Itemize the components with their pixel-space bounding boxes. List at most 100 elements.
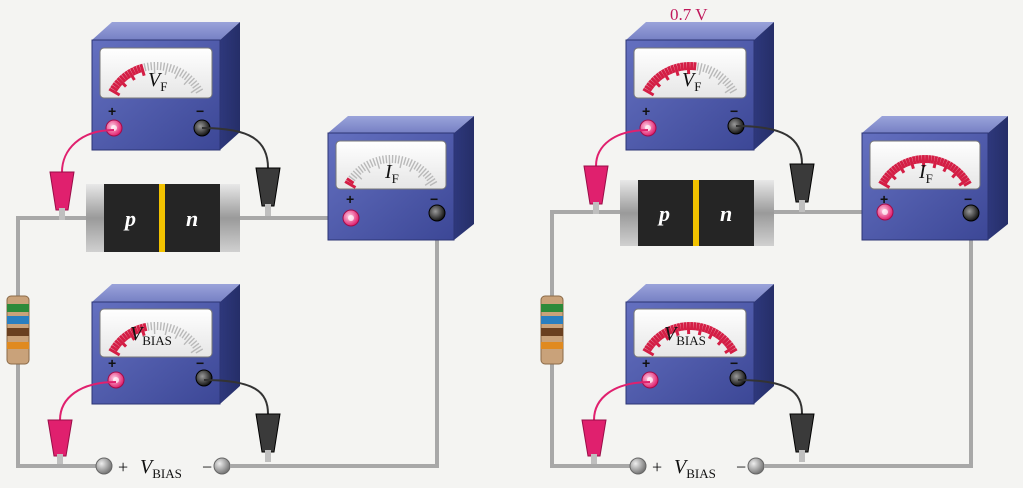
scale-tick [724,344,736,354]
scale-tick [932,155,939,169]
diode-n-region [165,184,222,252]
probe-vbias-black-clip [255,413,281,462]
scale-tick [648,79,657,88]
scale-tick [902,158,909,168]
scale-tick [417,168,427,178]
scale-tick [190,345,202,354]
scale-tick [708,67,716,79]
vbias-label: V [130,323,145,345]
probe-vf-black-clip [789,163,815,212]
scale-tick [958,172,967,180]
diode-p-region [638,180,695,246]
scale-tick [938,157,945,167]
scale-tick [712,328,720,338]
wire-left-loop [16,216,88,300]
scale-tick [162,322,166,331]
vf-sub: F [694,79,701,94]
scale-tick [150,62,153,71]
diode-left-cap [86,184,106,252]
scale-tick [118,334,127,343]
scale-tick [188,77,195,85]
vbias-dial [99,308,213,358]
scale-tick [951,165,959,174]
svg-text:IF: IF [384,161,399,186]
scale-tick [108,347,121,357]
probe-vbias-red-clip [47,419,73,466]
scale-tick [663,327,671,336]
svg-text:VBIAS: VBIAS [130,323,172,348]
scale-tick [394,155,397,164]
source-negative-terminal [747,457,765,475]
scale-tick [124,330,132,339]
if-jack-negative [962,204,980,222]
scale-tick [173,326,179,335]
scale-tick [666,65,673,75]
vf-plus: + [642,103,650,119]
scale-tick [713,69,719,77]
scale-tick [415,163,422,172]
scale-tick [715,71,722,79]
probe-vbias-red-clip [581,419,607,466]
scale-tick [139,323,146,337]
scale-tick [723,339,732,348]
wire-left-loop [550,210,622,300]
scale-tick [673,63,680,77]
scale-tick [652,334,661,343]
scale-tick [936,156,942,166]
scale-tick [108,87,121,97]
scale-tick [918,155,923,164]
if-label: I [918,161,927,183]
scale-tick [357,165,364,174]
vf-sub: F [160,79,167,94]
source-sub: BIAS [152,466,182,481]
vbias-meter: VBIAS + − [625,284,774,405]
scale-tick [116,337,128,348]
scale-tick [951,167,962,179]
circuit-low-bias: p n VF + − IF + − [6,22,474,481]
scale-tick [129,327,137,336]
diode: p n [620,180,774,246]
scale-tick [679,322,685,331]
scale-tick [121,72,129,81]
vbias-minus: − [730,355,738,371]
scale-tick [183,335,193,346]
scale-tick [942,160,951,173]
scale-tick [190,340,198,347]
scale-tick [409,160,416,172]
scale-tick [676,62,682,72]
vf-label: V [148,69,163,91]
scale-tick [181,331,188,339]
scale-tick [422,170,430,177]
scale-tick [701,323,707,333]
wire-if-return [222,213,439,468]
scale-tick [162,62,166,71]
scale-tick [150,322,153,331]
if-label: I [384,161,393,183]
scale-tick [190,80,198,87]
scale-tick [405,157,410,166]
scale-tick [381,155,385,164]
scale-tick [366,160,372,169]
scale-tick [355,168,362,175]
source-positive-terminal [95,457,113,475]
scale-tick [179,69,185,77]
scale-tick [426,175,434,182]
scale-tick [424,178,436,186]
scale-tick [360,163,367,172]
scale-tick [118,74,127,83]
if-jack-negative [428,204,446,222]
diode-n-label: n [186,206,198,231]
diode-n-region [699,180,756,246]
scale-tick [188,337,195,345]
scale-tick [378,156,382,165]
scale-tick [164,63,169,76]
scale-tick [183,73,190,81]
scale-tick [181,71,188,79]
svg-text:VBIAS: VBIAS [140,456,182,481]
scale-tick [139,63,146,77]
scale-tick [893,163,901,172]
scale-tick [655,332,663,341]
diode-p-region [104,184,161,252]
source-negative-terminal [213,457,231,475]
scale-tick [372,157,377,166]
